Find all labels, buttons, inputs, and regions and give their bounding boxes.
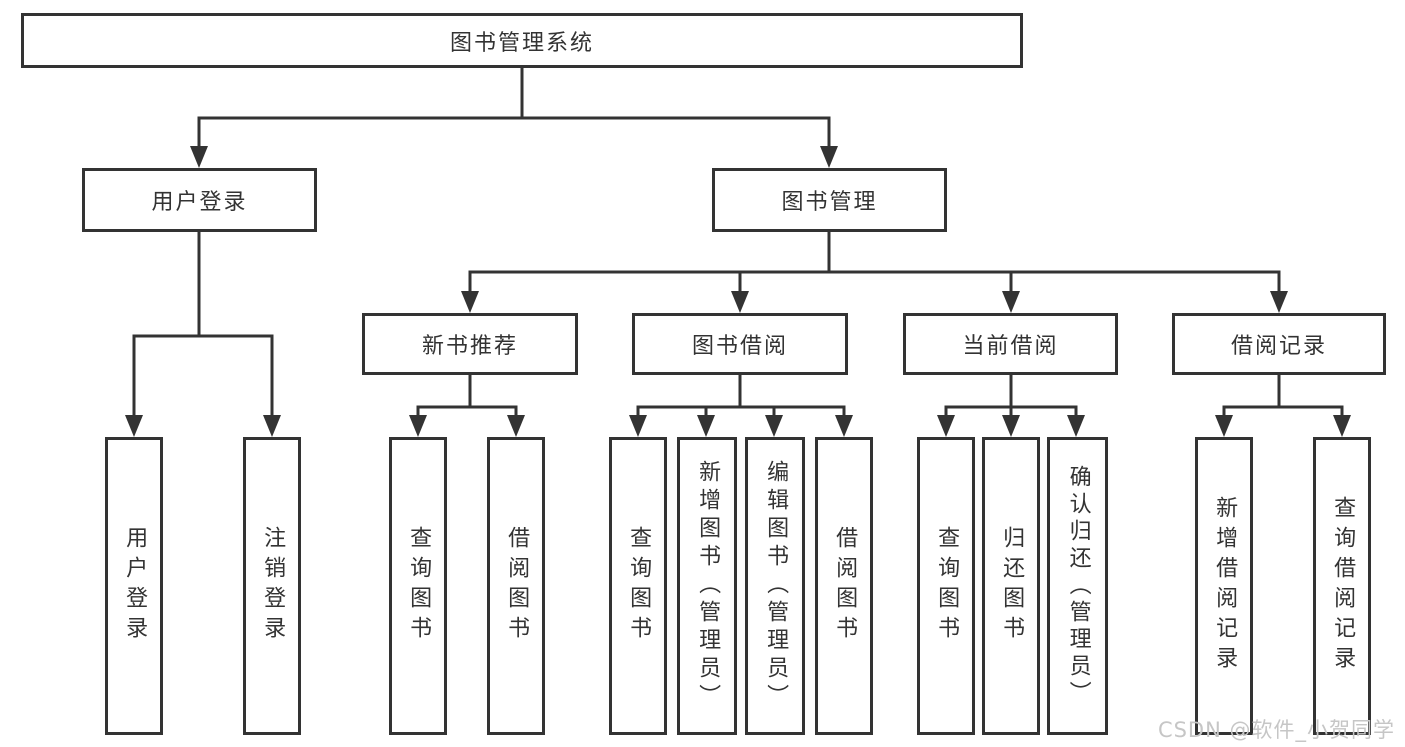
node-new-book-recommend-label: 新书推荐 xyxy=(421,334,518,359)
node-library-system-label: 图书管理系统 xyxy=(449,30,594,56)
leaf-return-book-label: 归还图书 xyxy=(999,526,1025,646)
leaf-add-borrow-record-label: 新增借阅记录 xyxy=(1212,496,1238,676)
leaf-edit-book-admin: 编辑图书（管理员） xyxy=(745,437,805,735)
node-book-management: 图书管理 xyxy=(712,168,947,232)
node-current-borrow: 当前借阅 xyxy=(903,313,1118,375)
leaf-query-borrow-record: 查询借阅记录 xyxy=(1313,437,1371,735)
leaf-query-books-1: 查询图书 xyxy=(389,437,447,735)
leaf-add-borrow-record: 新增借阅记录 xyxy=(1195,437,1253,735)
leaf-query-books-3: 查询图书 xyxy=(917,437,975,735)
leaf-add-book-admin-label: 新增图书（管理员） xyxy=(695,460,721,712)
leaf-user-login: 用户登录 xyxy=(105,437,163,735)
node-borrow-records: 借阅记录 xyxy=(1172,313,1386,375)
node-library-system: 图书管理系统 xyxy=(21,13,1023,68)
leaf-borrow-books-1-label: 借阅图书 xyxy=(504,526,530,646)
leaf-confirm-return-admin-label: 确认归还（管理员） xyxy=(1065,464,1091,708)
node-book-management-label: 图书管理 xyxy=(781,190,878,215)
node-new-book-recommend: 新书推荐 xyxy=(362,313,578,375)
leaf-user-login-label: 用户登录 xyxy=(122,526,148,646)
leaf-return-book: 归还图书 xyxy=(982,437,1040,735)
leaf-add-book-admin: 新增图书（管理员） xyxy=(677,437,737,735)
leaf-confirm-return-admin: 确认归还（管理员） xyxy=(1047,437,1108,735)
leaf-query-books-2-label: 查询图书 xyxy=(626,526,652,646)
leaf-borrow-books-1: 借阅图书 xyxy=(487,437,545,735)
leaf-edit-book-admin-label: 编辑图书（管理员） xyxy=(763,460,789,712)
arrowheads xyxy=(125,146,1351,437)
node-user-login-label: 用户登录 xyxy=(151,190,248,215)
leaf-borrow-books-2-label: 借阅图书 xyxy=(832,526,858,646)
node-current-borrow-label: 当前借阅 xyxy=(962,334,1059,359)
node-book-borrow-label: 图书借阅 xyxy=(691,334,788,359)
leaf-query-books-2: 查询图书 xyxy=(609,437,667,735)
leaf-logout-label: 注销登录 xyxy=(260,526,286,646)
watermark: CSDN @软件_小贺同学 xyxy=(1157,718,1395,742)
leaf-logout: 注销登录 xyxy=(243,437,301,735)
node-borrow-records-label: 借阅记录 xyxy=(1230,334,1327,359)
node-user-login: 用户登录 xyxy=(82,168,317,232)
leaf-query-borrow-record-label: 查询借阅记录 xyxy=(1330,496,1356,676)
leaf-borrow-books-2: 借阅图书 xyxy=(815,437,873,735)
leaf-query-books-1-label: 查询图书 xyxy=(406,526,432,646)
node-book-borrow: 图书借阅 xyxy=(632,313,848,375)
leaf-query-books-3-label: 查询图书 xyxy=(934,526,960,646)
